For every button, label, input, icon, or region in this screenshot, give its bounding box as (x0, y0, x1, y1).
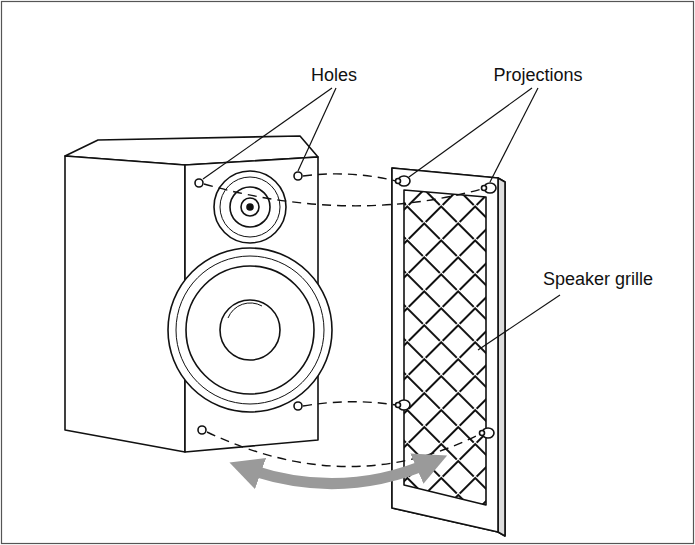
swing-arrow (245, 462, 432, 484)
part-label: Speaker grille (541, 270, 655, 290)
part-label: Projections (491, 66, 584, 86)
speaker-cabinet (65, 136, 332, 452)
leader-line (203, 88, 560, 350)
part-label: Holes (309, 66, 359, 86)
dashed-guide (204, 174, 482, 467)
speaker-grille (380, 150, 520, 545)
